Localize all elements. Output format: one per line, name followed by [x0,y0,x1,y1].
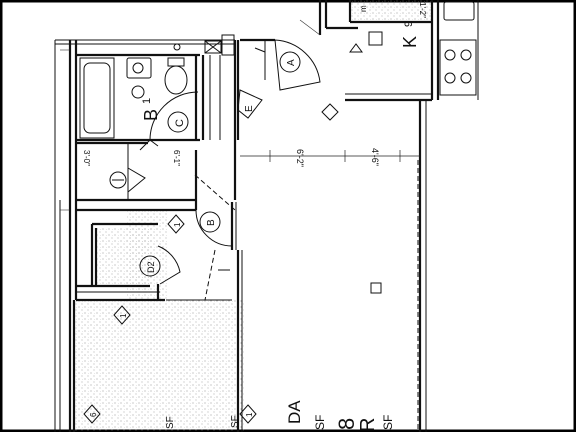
svg-text:E: E [244,105,255,112]
dim-6-2: 6'-2" [295,149,305,167]
dim-4-6: 4'-6" [370,148,380,166]
door-a-tag: A [279,51,301,73]
smoke-detector-icon [321,103,339,121]
area-unit-4: SF [230,415,241,428]
lower-room-floor [74,300,244,432]
partial-room-label-2: 8 [334,418,359,430]
kitchen-room-label: K [400,36,420,48]
partial-room-label-1: DA [285,400,304,424]
hall-fixture [109,167,146,193]
svg-text:C: C [174,119,186,127]
dashed-partition [204,249,216,301]
area-unit-1: SF [313,415,327,430]
svg-text:1: 1 [245,412,254,417]
bath-door-tag: C [167,111,189,133]
door-b-tag: B [199,211,221,233]
svg-text:A: A [286,59,297,66]
dim-6-1: 6'-1" [172,150,181,166]
partial-room-label-3: R [357,418,379,432]
svg-text:D2: D2 [146,261,156,273]
kitchen-dim: 1'-2" [418,2,427,18]
diamond-tag-2: 1 [113,305,131,325]
svg-text:6: 6 [89,412,98,417]
svg-text:1: 1 [173,222,182,227]
door-d2-swing [157,245,181,285]
bath-door-swing [149,91,199,141]
hall-walls [76,141,198,302]
area-unit-3: SF [165,416,176,429]
dim-3-0: 3'-0" [82,150,91,166]
left-walls [54,39,235,432]
door-d2-tag: D2 [139,255,161,277]
diamond-tag-1: 1 [167,214,185,234]
door-a-swing [274,39,321,91]
area-unit-2: SF [381,415,395,430]
kitchen-room-number: 9 [403,21,415,27]
dimension-line: 6'-2" 4'-6" [240,148,420,167]
bath-fixtures [126,43,188,99]
bathroom-walls [76,40,240,200]
kitchen-small-tag: m [359,5,368,12]
closet-floor [96,228,152,286]
central-walls [166,160,419,432]
kitchen-floor [350,0,432,22]
diamond-tag-4: 6 [83,404,101,424]
vent-fixture: E [237,89,263,119]
exhaust-fan-icon [204,34,235,56]
diamond-tag-3: 1 [239,404,257,424]
kitchen-range [439,0,479,100]
svg-text:B: B [206,219,217,226]
bathtub [79,57,115,139]
svg-text:1: 1 [119,313,128,318]
bath-room-label: B [141,109,161,121]
door-b-swing [195,209,233,247]
kitchen-walls [318,0,440,432]
bath-room-number: 1 [141,98,153,104]
north-arrow-icon [349,43,363,53]
electrical-box-icon [368,31,383,46]
